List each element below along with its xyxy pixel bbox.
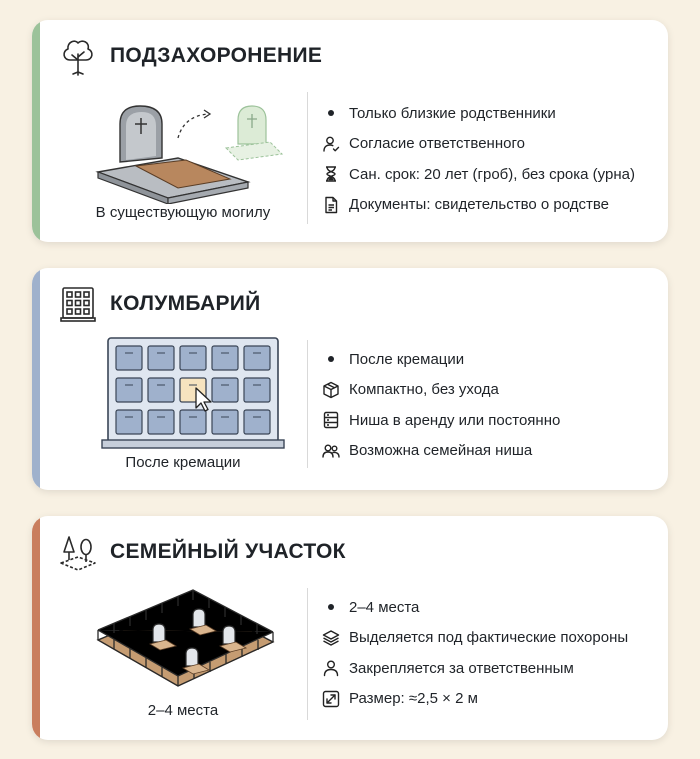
person-icon xyxy=(323,660,339,677)
facts-list: После кремации Компактно, без ухода Ниша… xyxy=(322,344,560,466)
fact-text: Выделяется под фактические похороны xyxy=(349,629,629,647)
fact-text: После кремации xyxy=(349,350,465,368)
person-check-icon xyxy=(323,136,340,152)
family-icon xyxy=(322,444,340,458)
bullet-icon xyxy=(322,350,340,368)
list-item: Компактно, без ухода xyxy=(322,375,560,406)
card-header: ПОДЗАХОРОНЕНИЕ xyxy=(58,34,322,78)
card-accent-bar xyxy=(32,268,40,490)
list-item: Только близкие родственники xyxy=(322,98,635,129)
bullet-icon xyxy=(322,104,340,122)
list-item: 2–4 места xyxy=(322,592,628,623)
card-accent-bar xyxy=(32,516,40,740)
list-item: Закрепляется за ответственным xyxy=(322,653,628,684)
list-item: Размер: ≈2,5 × 2 м xyxy=(322,684,628,715)
divider xyxy=(307,340,308,468)
card-title: ПОДЗАХОРОНЕНИЕ xyxy=(110,44,323,67)
fact-text: Компактно, без ухода xyxy=(349,381,499,399)
divider xyxy=(307,92,308,224)
fact-text: 2–4 места xyxy=(349,598,420,616)
document-icon xyxy=(325,196,338,213)
grave-illustration xyxy=(95,105,284,204)
plot-trees-icon xyxy=(60,536,96,571)
tree-icon xyxy=(63,40,93,76)
hourglass-icon xyxy=(326,166,336,182)
list-item: Документы: свидетельство о родстве xyxy=(322,190,635,221)
card-title: СЕМЕЙНЫЙ УЧАСТОК xyxy=(110,540,346,563)
fact-text: Ниша в аренду или постоянно xyxy=(349,411,561,429)
fact-text: Согласие ответственного xyxy=(349,135,525,153)
card-header: СЕМЕЙНЫЙ УЧАСТОК xyxy=(58,530,346,574)
card-header: КОЛУМБАРИЙ xyxy=(58,282,261,326)
card-caption: 2–4 места xyxy=(147,702,219,719)
facts-list: Только близкие родственники Согласие отв… xyxy=(322,98,635,220)
niche-list-icon xyxy=(323,412,339,429)
fact-text: Возможна семейная ниша xyxy=(349,442,533,460)
fact-text: Закрепляется за ответственным xyxy=(349,659,574,677)
bullet-icon xyxy=(322,598,340,616)
columbarium-icon xyxy=(60,287,96,322)
facts-list: 2–4 места Выделяется под фактические пох… xyxy=(322,592,628,714)
fact-text: Размер: ≈2,5 × 2 м xyxy=(349,690,478,708)
list-item: Согласие ответственного xyxy=(322,129,635,160)
list-item: Возможна семейная ниша xyxy=(322,436,560,467)
list-item: Выделяется под фактические похороны xyxy=(322,623,628,654)
resize-icon xyxy=(322,690,340,707)
card-title: КОЛУМБАРИЙ xyxy=(110,292,261,315)
list-item: Сан. срок: 20 лет (гроб), без срока (урн… xyxy=(322,159,635,190)
list-item: Ниша в аренду или постоянно xyxy=(322,405,560,436)
fact-text: Только близкие родственники xyxy=(349,104,556,122)
layers-icon xyxy=(322,630,340,646)
card-burial-in-existing-grave: ПОДЗАХОРОНЕНИЕ В существующую могилу Тол… xyxy=(32,20,668,242)
divider xyxy=(307,588,308,720)
list-item: После кремации xyxy=(322,344,560,375)
fact-text: Документы: свидетельство о родстве xyxy=(349,196,610,214)
card-columbarium: КОЛУМБАРИЙ После кремации После кремации xyxy=(32,268,668,490)
columbarium-wall-illustration xyxy=(101,337,285,449)
family-plot-illustration xyxy=(96,589,275,687)
card-caption: В существующую могилу xyxy=(95,204,271,221)
fact-text: Сан. срок: 20 лет (гроб), без срока (урн… xyxy=(349,165,635,183)
box-icon xyxy=(323,381,339,398)
card-accent-bar xyxy=(32,20,40,242)
card-caption: После кремации xyxy=(125,454,241,471)
card-family-plot: СЕМЕЙНЫЙ УЧАСТОК 2–4 места xyxy=(32,516,668,740)
